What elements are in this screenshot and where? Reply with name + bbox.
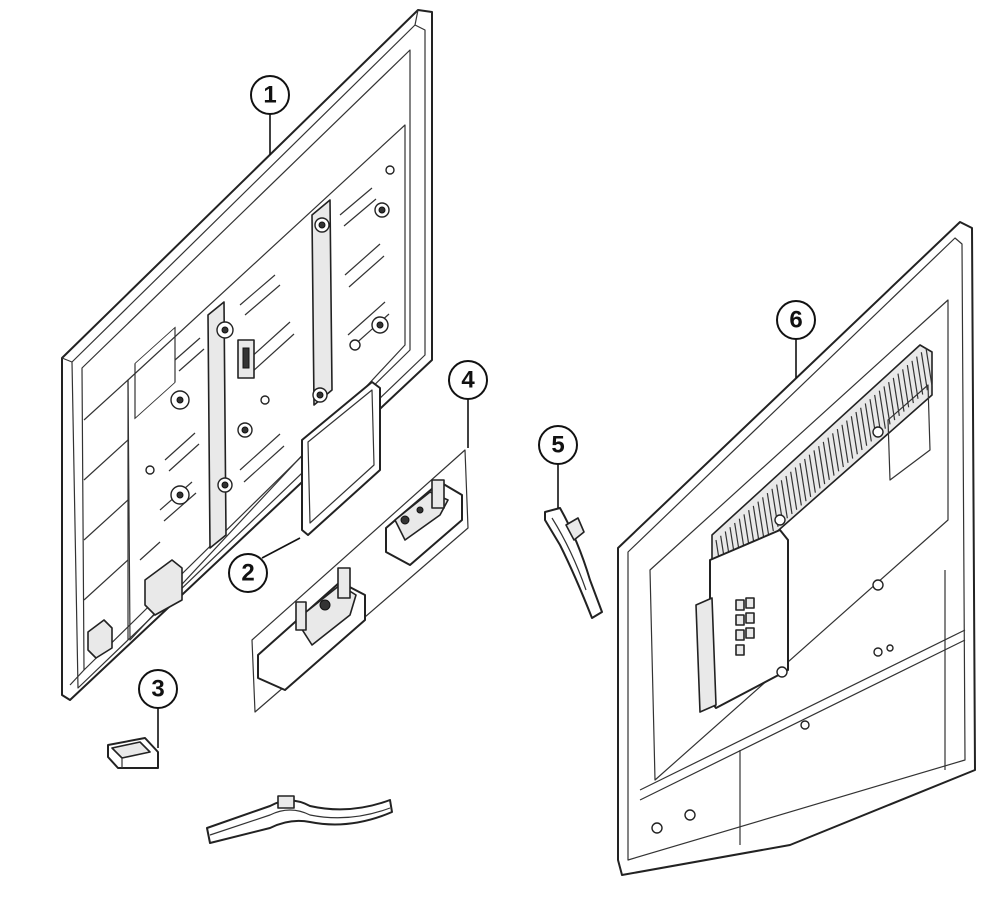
callout-label: 3 — [151, 676, 164, 703]
callout-4: 4 — [448, 360, 488, 448]
vent-slat — [808, 454, 816, 493]
vent-slat — [902, 369, 910, 408]
stand-base — [206, 795, 393, 844]
vent-slat — [757, 501, 765, 540]
vent-slat — [883, 386, 891, 425]
vent-grille — [711, 344, 933, 581]
callout-label: 1 — [263, 82, 276, 109]
part-1-rear-chassis-frame — [61, 9, 433, 701]
vent-slat — [855, 411, 863, 451]
vent-slat — [906, 364, 914, 404]
vent-slat — [790, 471, 798, 510]
vent-slat — [892, 377, 900, 416]
vent-slat — [878, 390, 886, 429]
vent-slat — [888, 382, 896, 421]
vent-slat — [860, 407, 868, 446]
vent-slat — [804, 458, 812, 498]
vent-slat — [780, 480, 788, 519]
callout-label: 4 — [461, 367, 475, 394]
vent-slat — [897, 373, 905, 412]
vent-slat — [911, 360, 919, 399]
vent-slat — [864, 403, 872, 442]
vent-slat — [794, 467, 802, 506]
vent-slat — [916, 356, 924, 395]
vent-slat — [799, 463, 807, 502]
callout-1: 1 — [250, 75, 290, 155]
vent-slat — [836, 428, 844, 468]
vent-slat — [766, 492, 774, 532]
vent-slat — [818, 446, 826, 485]
vent-slat — [846, 420, 854, 459]
vent-slat — [920, 352, 928, 391]
callout-6: 6 — [776, 300, 816, 378]
callout-label: 2 — [241, 560, 254, 587]
part-6-back-cover — [617, 221, 976, 876]
callout-3: 3 — [138, 669, 178, 748]
vent-slat — [832, 433, 840, 472]
vent-slat — [827, 437, 835, 476]
vent-slat — [850, 416, 858, 455]
vent-slat — [841, 424, 849, 463]
vent-slat — [925, 347, 933, 387]
vent-slat — [785, 475, 793, 515]
vent-slat — [762, 497, 770, 536]
part-3-stand-neck-bracket — [107, 737, 159, 769]
callout-2: 2 — [228, 537, 301, 593]
part-5-stand-leg — [544, 507, 603, 619]
part-2-cover-plate — [301, 381, 381, 536]
vent-slat — [752, 505, 760, 544]
callout-label: 5 — [551, 432, 564, 459]
vent-slat — [813, 450, 821, 489]
vent-slat — [822, 441, 830, 480]
callout-5: 5 — [538, 425, 578, 508]
part-4-stand-bracket-pair — [251, 449, 469, 713]
callout-label: 6 — [789, 307, 802, 334]
